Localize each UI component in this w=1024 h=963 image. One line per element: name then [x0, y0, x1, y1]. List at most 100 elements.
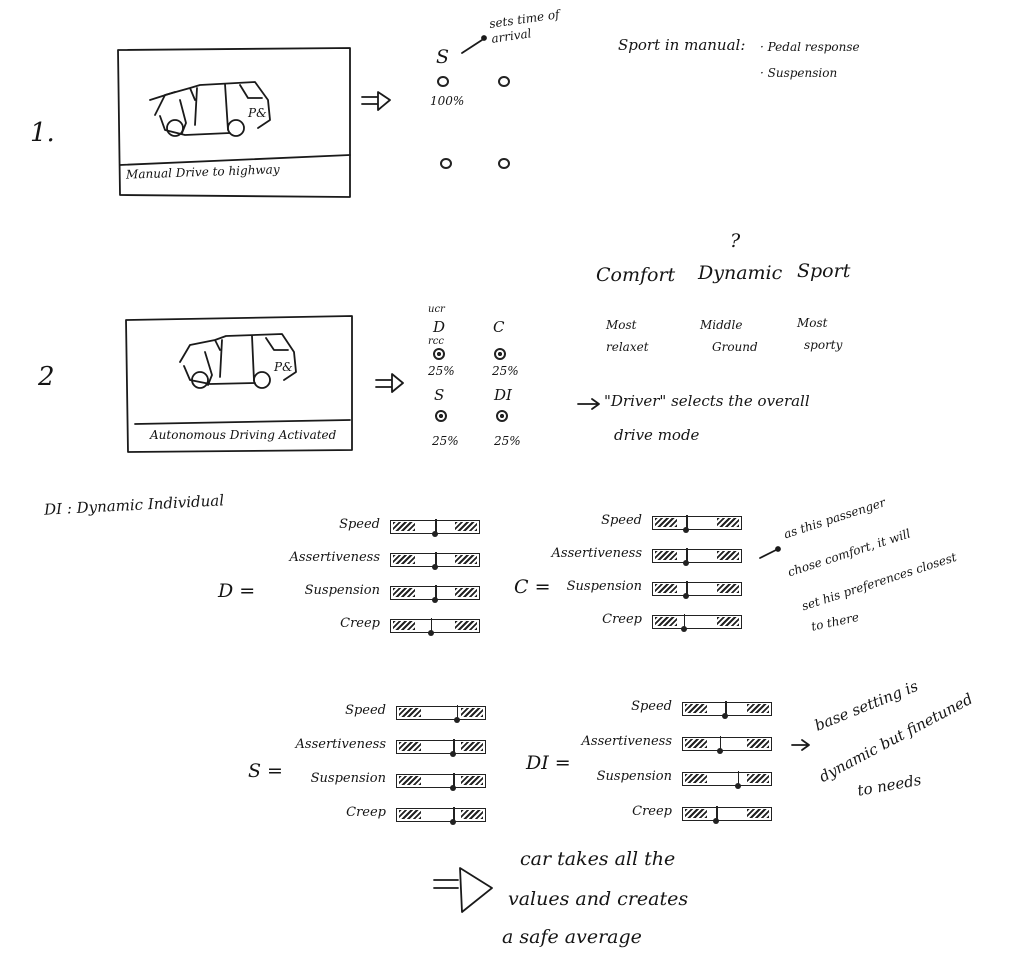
slider-max-zone: [461, 742, 483, 751]
conclusion-arrow: [433, 867, 493, 913]
scene1-caption-line: [119, 154, 351, 166]
note-arrow-1: [461, 39, 483, 54]
slider-knob: [716, 748, 723, 754]
seat-s-indicator: [435, 410, 447, 422]
profile-di-row-label: Suspension: [596, 769, 672, 784]
slider-min-zone: [393, 555, 415, 564]
mode-sport-desc-1: Most: [797, 316, 828, 330]
profile-c-label: C =: [514, 576, 551, 598]
profile-c-slider: [652, 548, 742, 566]
implies-arrow-1: [361, 91, 391, 111]
slider-marker: [716, 806, 718, 820]
implies-arrow-2: [375, 373, 404, 393]
slider-min-zone: [685, 704, 707, 713]
profile-d-slider: [390, 552, 480, 570]
slider-knob: [680, 626, 687, 632]
slider-knob: [713, 818, 720, 824]
profile-d-slider: [390, 618, 480, 636]
slider-max-zone: [461, 810, 483, 819]
slider-marker: [430, 618, 433, 632]
conclusion-line-1: car takes all the: [520, 848, 676, 870]
slider-max-zone: [747, 739, 769, 748]
slider-max-zone: [455, 555, 477, 564]
driver-arrow: [577, 398, 600, 410]
slider-knob: [683, 560, 690, 566]
seat-c-letter: C: [493, 318, 505, 336]
profile-di-slider: [682, 701, 772, 719]
profile-c-row-label: Assertiveness: [551, 546, 642, 561]
seat-d-tiny-label-2: rcc: [428, 336, 444, 347]
scene2-car-badge: P&: [274, 360, 293, 374]
mode-dynamic-desc-1: Middle: [700, 318, 743, 332]
mode-sport-desc-2: sporty: [804, 338, 843, 352]
profile-s-slider: [396, 705, 486, 723]
profile-di-label: DI =: [526, 752, 571, 774]
seat-d-percent: 25%: [428, 364, 455, 378]
scene2-caption-line: [134, 419, 351, 425]
slider-max-zone: [747, 809, 769, 818]
seat-di-indicator: [496, 410, 508, 422]
slider-marker: [453, 807, 455, 821]
slider-min-zone: [685, 739, 707, 748]
profile-d-row-label: Speed: [339, 517, 380, 532]
slider-min-zone: [655, 551, 677, 560]
slider-max-zone: [455, 522, 477, 531]
slider-min-zone: [655, 617, 677, 626]
slider-max-zone: [455, 588, 477, 597]
profile-s-row-label: Assertiveness: [295, 737, 386, 752]
conclusion-line-2: values and creates: [508, 888, 689, 910]
profile-c-row-label: Speed: [601, 513, 642, 528]
seat-c-indicator: [494, 348, 506, 360]
profile-s-slider: [396, 739, 486, 757]
conclusion-line-3: a safe average: [502, 926, 642, 948]
slider-max-zone: [747, 774, 769, 783]
slider-min-zone: [399, 708, 421, 717]
slider-min-zone: [655, 584, 677, 593]
profile-c-slider: [652, 614, 742, 632]
sport-manual-item-1: · Pedal response: [760, 40, 860, 54]
slider-knob: [683, 593, 690, 599]
slider-marker: [435, 519, 437, 533]
scene2-frame: [125, 315, 353, 453]
seat-di-letter: DI: [494, 386, 512, 404]
seat-d-letter: D: [433, 318, 446, 336]
scene2-number: 2: [38, 362, 55, 392]
slider-max-zone: [455, 621, 477, 630]
profile-d-row-label: Suspension: [304, 583, 380, 598]
profile-d-row-label: Assertiveness: [289, 550, 380, 565]
profile-di-row-label: Creep: [632, 804, 672, 819]
profile-d-slider: [390, 519, 480, 537]
sport-manual-title: Sport in manual:: [618, 36, 746, 54]
slider-marker: [719, 736, 722, 750]
slider-knob: [450, 751, 457, 757]
profile-c-row-label: Suspension: [566, 579, 642, 594]
mode-dynamic-desc-2: Ground: [712, 340, 758, 354]
seat-c-percent: 25%: [492, 364, 519, 378]
slider-marker: [435, 552, 437, 566]
profile-di-slider: [682, 806, 772, 824]
slider-marker: [456, 705, 459, 719]
mode-comfort-desc-1: Most: [606, 318, 637, 332]
profile-d-row-label: Creep: [340, 616, 380, 631]
car-sketch-1: [149, 81, 271, 137]
slider-knob: [432, 531, 438, 537]
mode-comfort-name: Comfort: [596, 264, 676, 286]
sport-manual-item-2: · Suspension: [760, 66, 838, 80]
slider-marker: [453, 739, 455, 753]
slider-max-zone: [747, 704, 769, 713]
slider-marker: [453, 773, 455, 787]
profile-s-slider: [396, 807, 486, 825]
seat-d-tiny-label: ucr: [428, 304, 445, 315]
slider-knob: [734, 783, 741, 789]
slider-min-zone: [393, 621, 415, 630]
profile-s-row-label: Creep: [346, 805, 386, 820]
seat-indicator-front-left: [437, 76, 449, 87]
profile-s-row-label: Suspension: [310, 771, 386, 786]
profile-s-label: S =: [248, 760, 283, 782]
slider-max-zone: [717, 518, 739, 527]
mode-dynamic-name: Dynamic: [698, 262, 783, 284]
seat-s-letter: S: [434, 386, 445, 404]
profile-di-slider: [682, 736, 772, 754]
scene1-car-badge: P&: [248, 106, 267, 120]
